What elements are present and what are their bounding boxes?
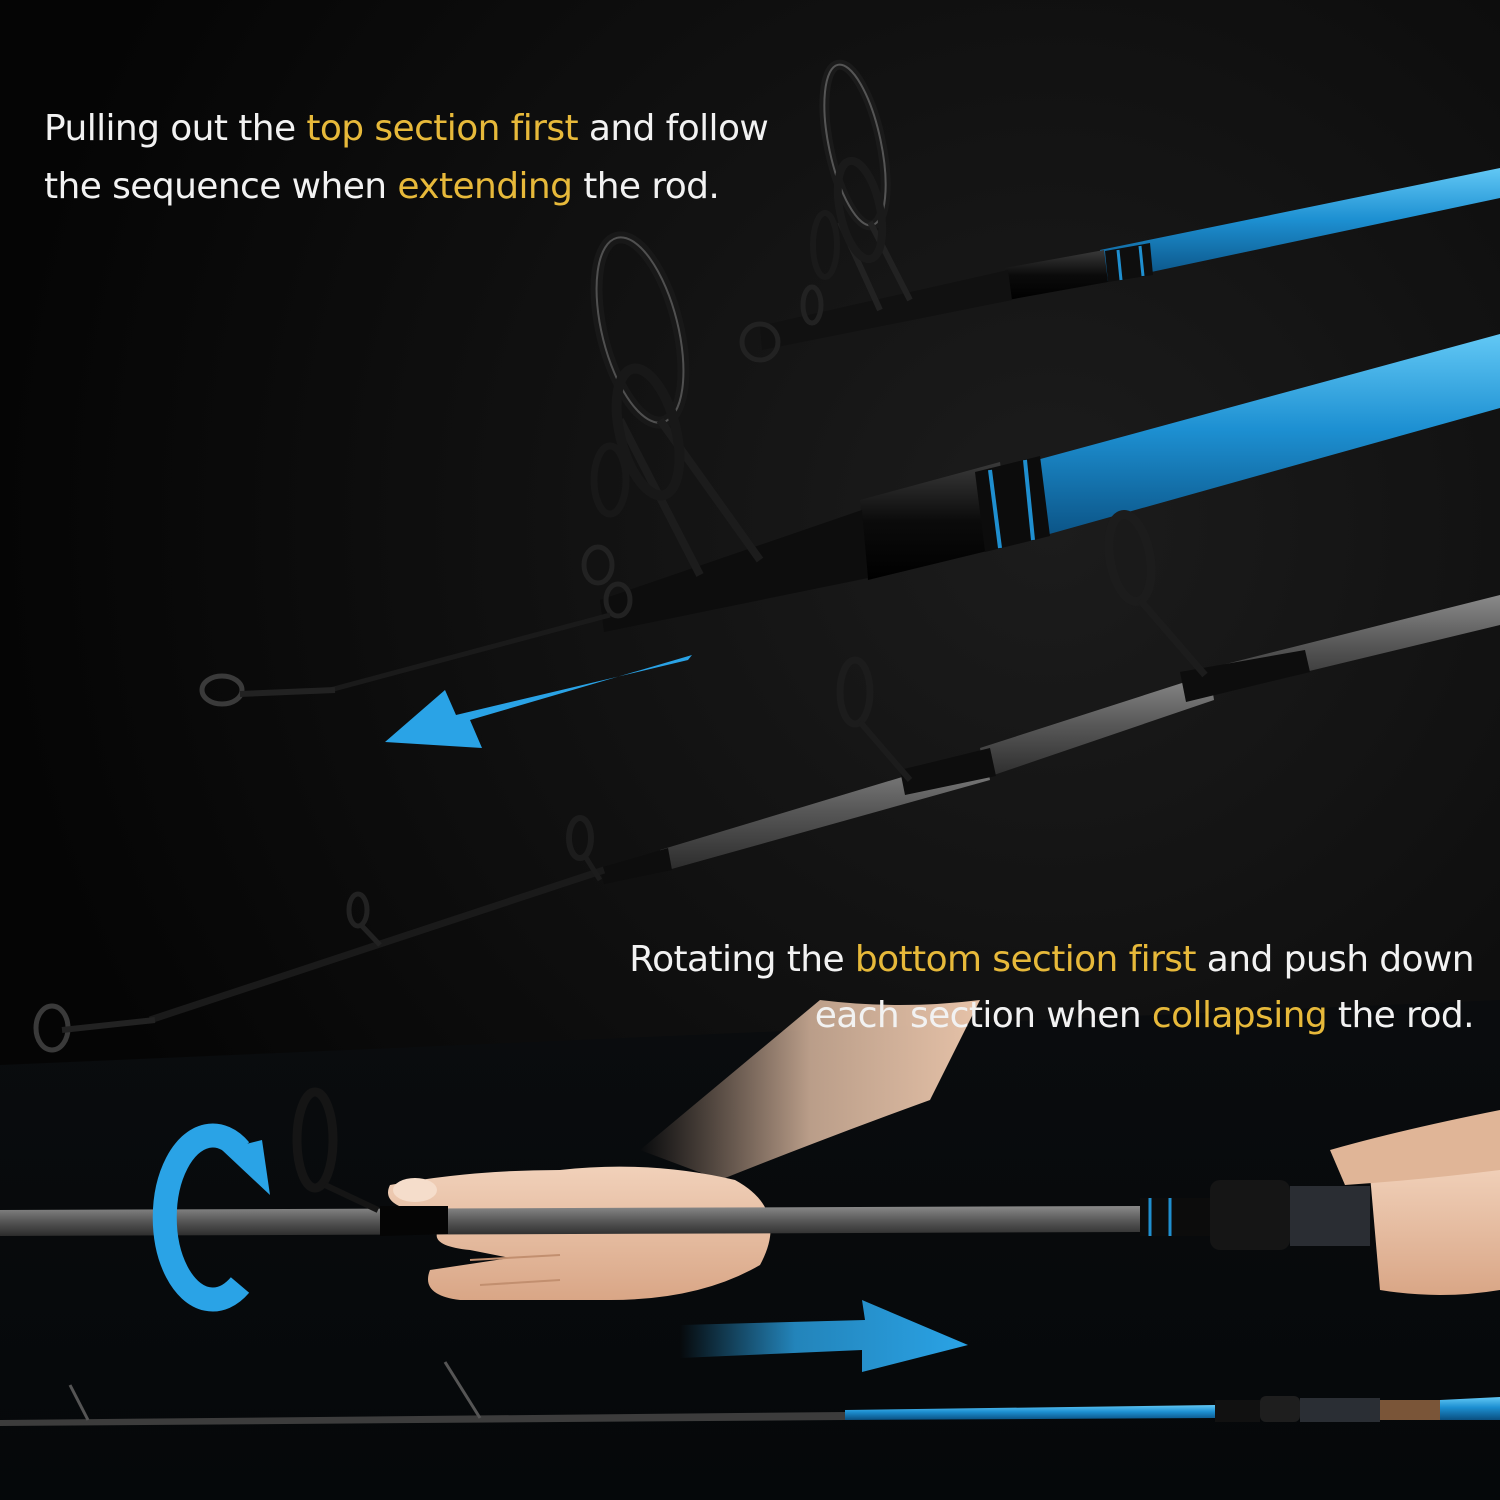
blue-rod-middle [199, 231, 1500, 707]
extend-text: the sequence when [44, 166, 398, 207]
collapse-text: Rotating the [629, 939, 855, 980]
extend-instruction-line-2: the sequence when extending the rod. [44, 158, 768, 216]
collapse-highlight-bottom-section: bottom section first [854, 939, 1197, 980]
extend-arrow-icon [385, 655, 692, 748]
extend-instruction-line-1: Pulling out the top section first and fo… [44, 100, 769, 158]
extend-text: Pulling out the [44, 108, 307, 149]
extend-highlight-extending: extending [397, 166, 573, 207]
collapse-text: each section when [814, 995, 1152, 1036]
blue-rod-upper [739, 59, 1500, 363]
collapse-text: the rod. [1327, 995, 1475, 1036]
collapse-instruction-line-2: each section when collapsing the rod. [629, 988, 1475, 1044]
extend-highlight-top-section: top section first [306, 108, 579, 149]
extend-text: the rod. [572, 166, 720, 207]
extend-instruction: Pulling out the top section first and fo… [44, 100, 769, 216]
collapse-instruction: Rotating the bottom section first and pu… [629, 932, 1474, 1044]
extend-text: and follow [578, 108, 769, 149]
collapse-arrow-icon [680, 1300, 968, 1372]
gray-rod-extended [33, 510, 1500, 1053]
collapse-instruction-line-1: Rotating the bottom section first and pu… [629, 932, 1474, 988]
collapse-text: and push down [1195, 939, 1475, 980]
full-rod-bottom [0, 1361, 1500, 1426]
collapse-highlight-collapsing: collapsing [1151, 995, 1328, 1036]
rotate-icon [152, 1123, 270, 1312]
gray-rod-lower [0, 1087, 1500, 1295]
